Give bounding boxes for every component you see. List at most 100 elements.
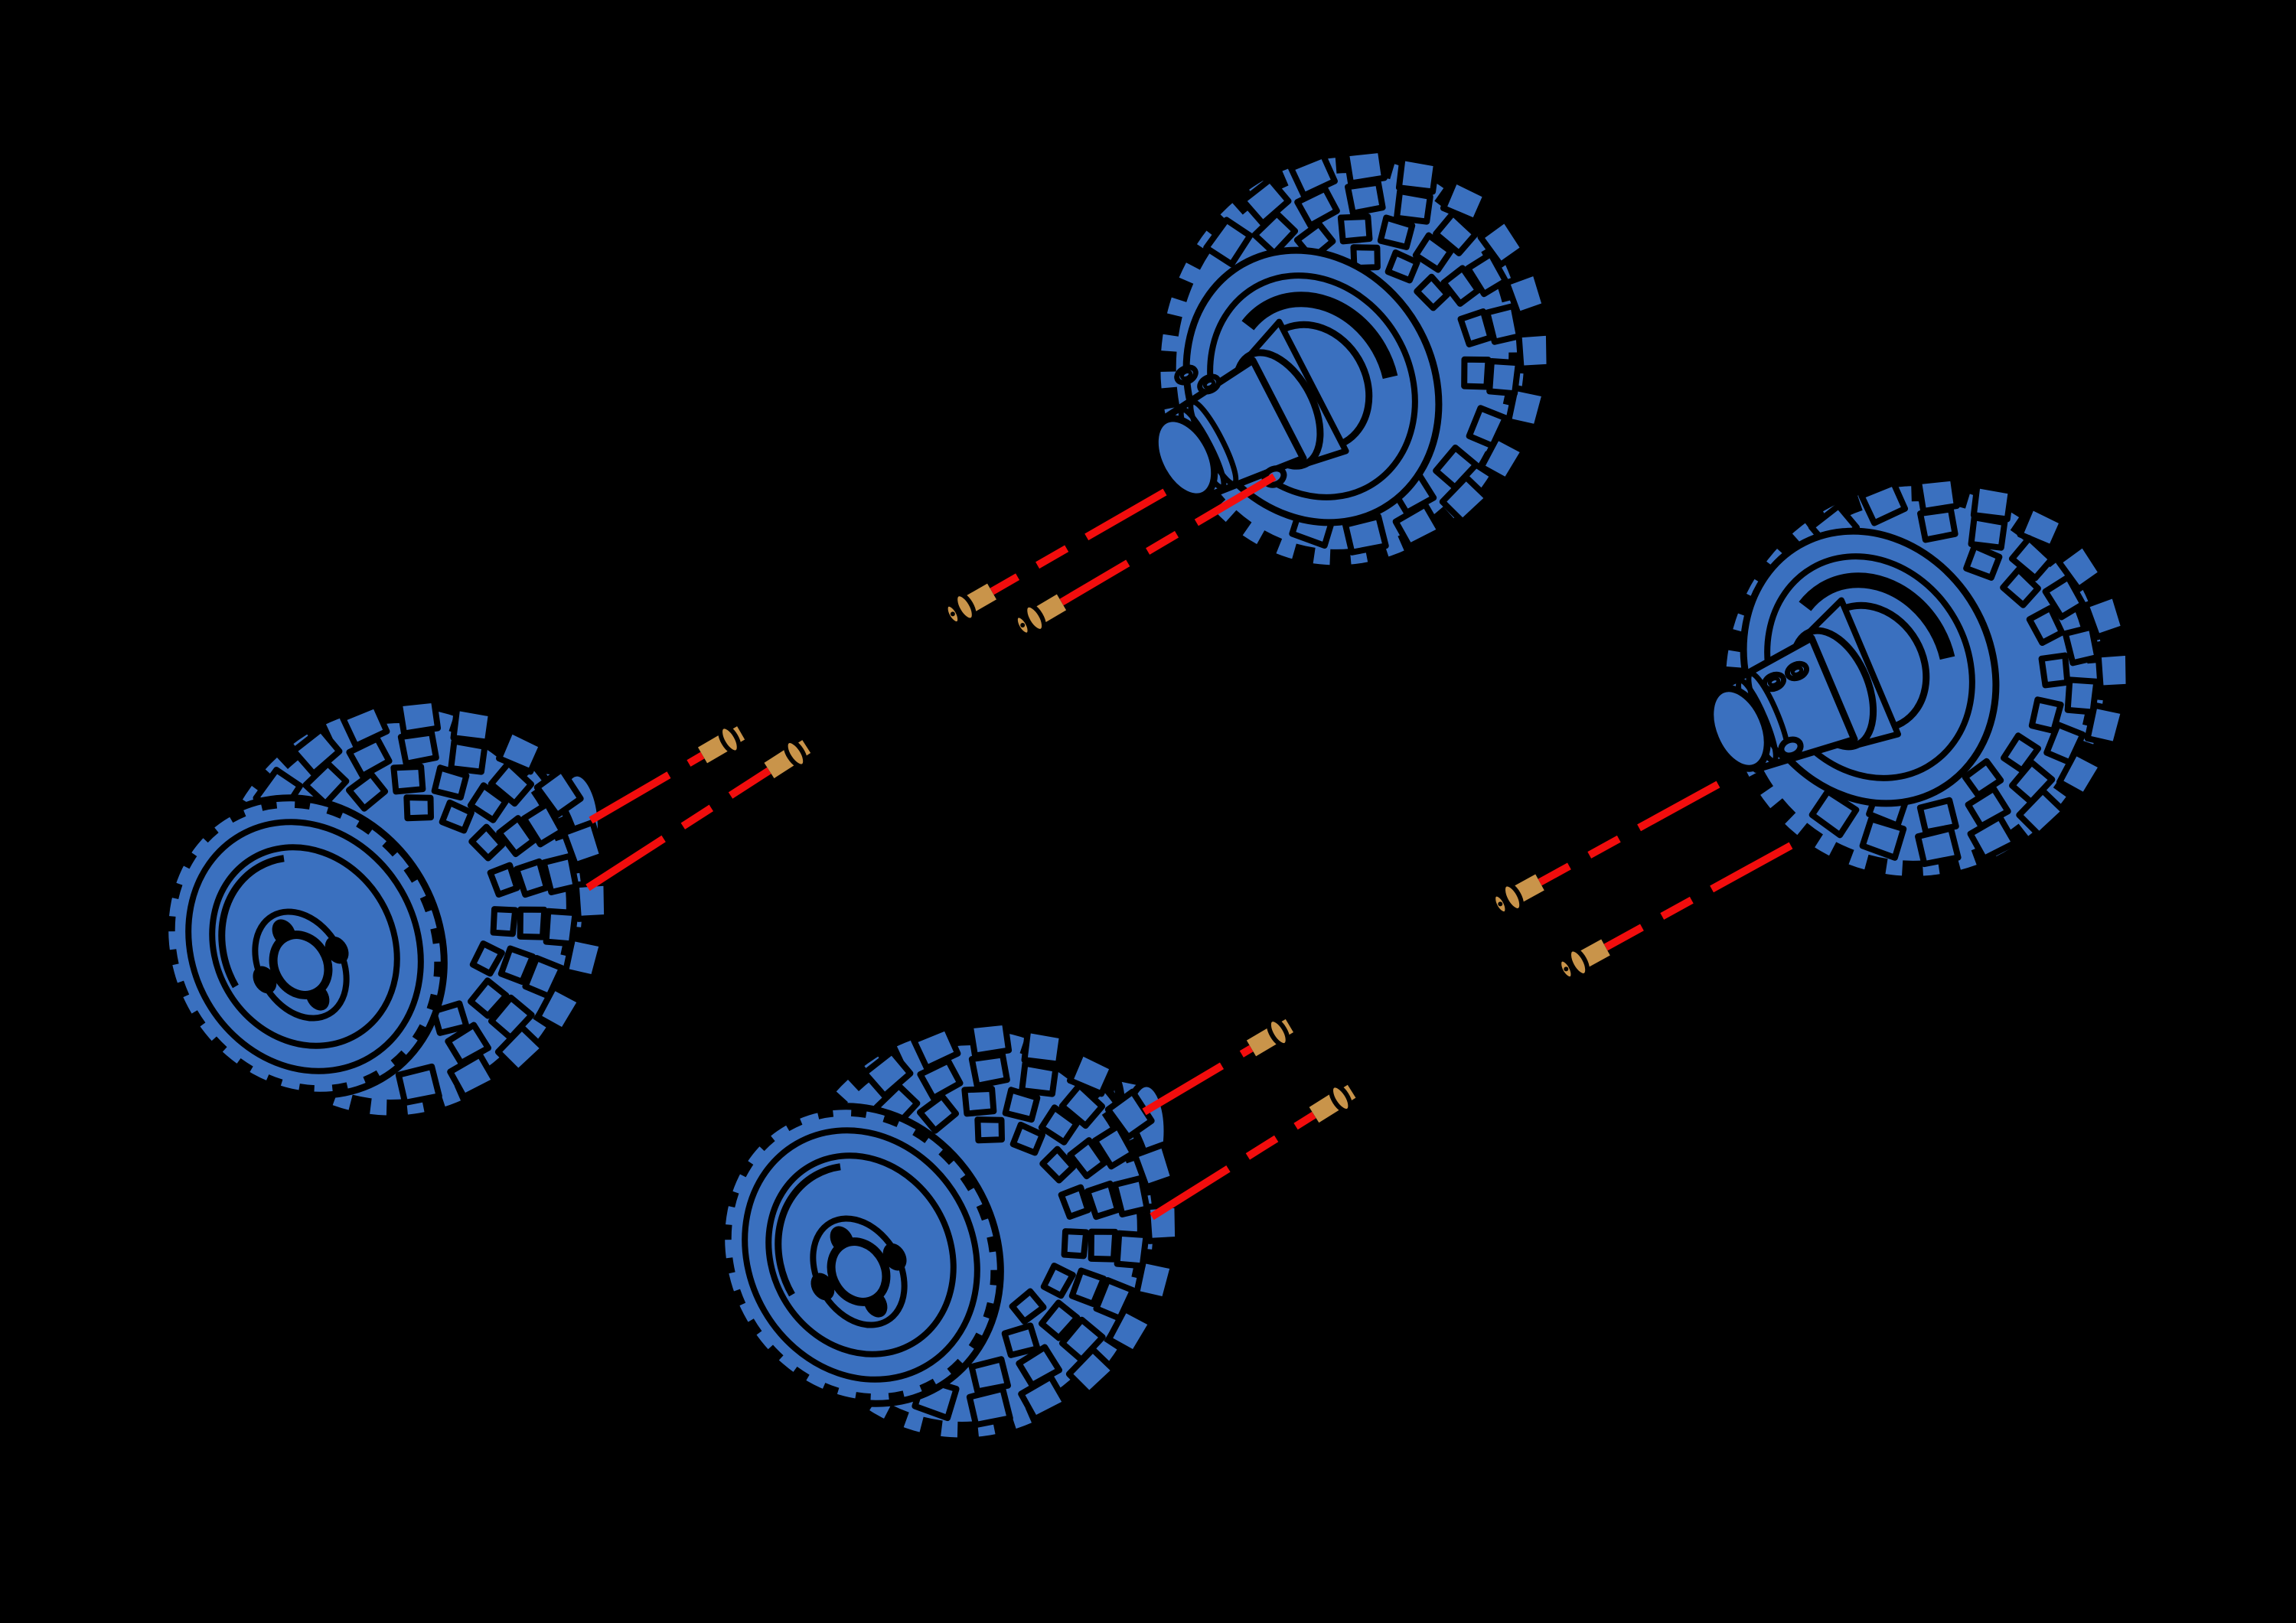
tread-knob — [302, 760, 350, 807]
tread-knob — [1503, 269, 1549, 318]
tread-knob — [1395, 154, 1440, 195]
bead-shadow-ring — [1782, 572, 1958, 762]
set-screw — [1557, 936, 1612, 982]
tread-knob — [917, 1093, 960, 1134]
tread-knob — [2028, 696, 2064, 735]
tread-knob — [517, 906, 548, 940]
tread-knob — [390, 763, 426, 795]
tread-knob — [1440, 265, 1482, 307]
tread-knob — [1058, 1082, 1106, 1129]
tread-knob — [2062, 624, 2101, 666]
rim-ring — [185, 819, 424, 1074]
hub-boss-hole — [1767, 676, 1781, 687]
tread-knob — [2038, 652, 2071, 689]
tread-knob — [431, 764, 470, 801]
wheel-assembly-top — [943, 146, 1553, 637]
tread-knob — [520, 800, 566, 848]
tread-knob — [1486, 357, 1521, 397]
tread-knob — [1461, 356, 1492, 390]
hub-end-cap — [1707, 685, 1771, 772]
screw-axis-line — [1150, 1111, 1316, 1221]
tread-knob — [968, 1356, 1011, 1395]
tread-knob — [487, 862, 520, 898]
tread-knob — [1963, 543, 2003, 581]
screw-body — [1512, 874, 1544, 903]
tread-knob — [513, 858, 550, 898]
tread-knob — [396, 696, 442, 737]
tread-knob — [2042, 574, 2086, 621]
tread-knob — [439, 799, 475, 834]
tread-knob — [1133, 1256, 1177, 1303]
tread-knob — [445, 1022, 491, 1067]
hub-boss-hole — [1202, 379, 1216, 389]
face-edge-serration — [164, 797, 445, 1097]
tread-knob — [467, 977, 510, 1019]
tread-knob — [469, 940, 505, 977]
tread-knob — [563, 934, 606, 981]
tread-knob — [533, 766, 584, 819]
tread-knob — [1002, 1087, 1041, 1123]
screw-face-dot — [1498, 901, 1503, 907]
tread-knob — [1965, 785, 2011, 829]
hub-end-cap — [1151, 415, 1218, 500]
tread-knob — [448, 738, 488, 775]
tread-knob — [1038, 1299, 1081, 1341]
tread-knob — [1484, 302, 1522, 345]
hub-boss-hole — [1790, 666, 1804, 676]
tread-knob — [1240, 176, 1292, 227]
tread-knob — [340, 702, 390, 749]
tread-knob — [1009, 1288, 1047, 1325]
tread-knob — [961, 1085, 997, 1117]
tread-knob — [2043, 721, 2086, 766]
tread-knob — [1345, 179, 1386, 217]
tread-knob — [1917, 506, 1958, 543]
bead-shadow-ring — [1225, 292, 1401, 481]
tread-knob — [1287, 152, 1338, 199]
tread-knob — [403, 794, 434, 822]
tread-knob — [1294, 185, 1340, 229]
tread-knob — [1131, 1141, 1177, 1191]
tread-knob — [2016, 787, 2068, 839]
tread-knob — [1412, 232, 1454, 273]
screw-body — [697, 734, 730, 764]
tread-knob — [1084, 1180, 1121, 1221]
tread-knob — [1061, 1228, 1090, 1260]
tread-knob — [2064, 676, 2100, 715]
tread-knob — [467, 782, 509, 823]
tread-knob — [1466, 405, 1508, 449]
tread-knob — [496, 815, 537, 858]
tread-knob — [1040, 1263, 1076, 1299]
set-screw — [1491, 871, 1546, 917]
set-screw — [762, 737, 813, 781]
tread-knob — [540, 852, 579, 895]
tread-knob — [1203, 217, 1254, 268]
tread-knob — [1457, 308, 1494, 347]
screw-axis-line — [1059, 473, 1277, 606]
tread-knob — [450, 704, 495, 745]
tread-knob — [967, 1018, 1013, 1059]
tread-knob — [560, 819, 606, 869]
tread-knob — [1019, 1060, 1059, 1097]
tread-knob — [1016, 1344, 1062, 1389]
tread-knob — [2008, 535, 2055, 582]
tread-knob — [1414, 273, 1451, 311]
dish-shadow-arc — [218, 854, 391, 1039]
tread-knob — [1968, 514, 2008, 551]
tread-knob — [1465, 250, 1509, 298]
screw-body — [964, 583, 996, 613]
tread-knob — [543, 908, 579, 947]
tread-knob — [1009, 1121, 1045, 1156]
tread-knob — [966, 1385, 1013, 1429]
screw-face-dot — [950, 611, 955, 617]
tread-knob — [1477, 216, 1527, 268]
tread-knob — [346, 735, 393, 780]
tread-knob — [1111, 1175, 1150, 1217]
lug-hole — [325, 936, 349, 964]
tread-knob — [2026, 605, 2066, 647]
tread-knob — [1433, 445, 1479, 490]
set-screw — [696, 723, 747, 766]
set-screw — [1013, 592, 1068, 637]
screw-face-dot — [1020, 622, 1026, 627]
tread-knob — [497, 945, 536, 985]
